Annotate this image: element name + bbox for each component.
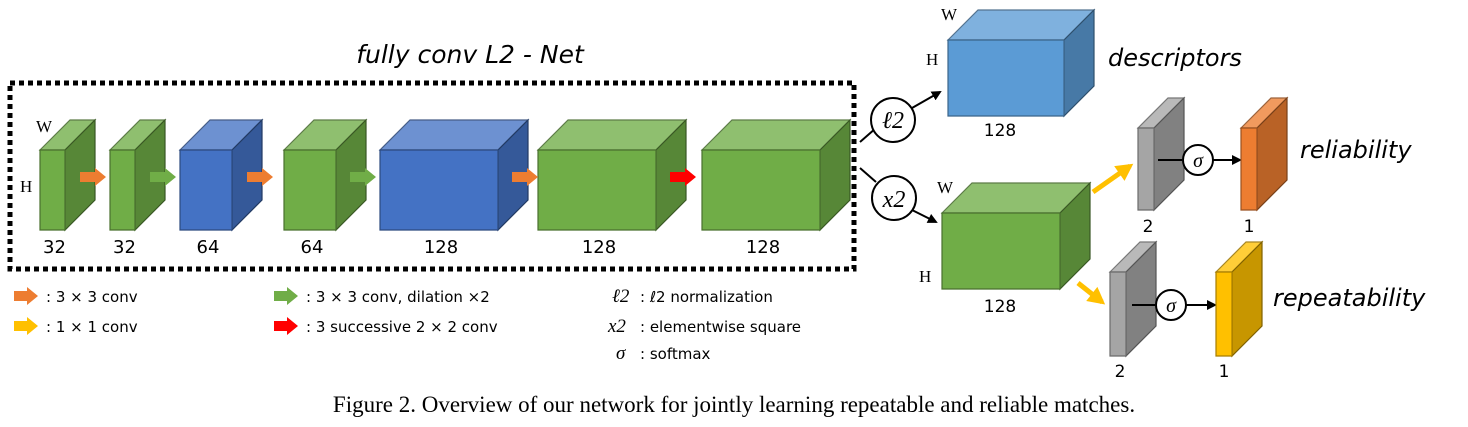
legend-square-text: : elementwise square <box>640 318 801 336</box>
input-height-label: H <box>20 177 32 196</box>
block-arrow-4 <box>350 168 376 186</box>
legend-l2-symbol: ℓ2 <box>612 286 630 307</box>
block-6-front <box>537 149 657 231</box>
block-3-channels: 64 <box>197 237 220 258</box>
sq-arrow-out <box>911 209 938 223</box>
figure-caption: Figure 2. Overview of our network for jo… <box>332 392 1136 417</box>
block-3 <box>178 118 264 232</box>
block-7-front <box>701 149 821 231</box>
legend-dilated-arrow-shape <box>274 287 298 305</box>
legend-conv3x3-text: : 3 × 3 conv <box>46 288 138 306</box>
reliability-out-cube <box>1239 96 1289 212</box>
reliability-conv-channels: 2 <box>1143 217 1154 237</box>
repeatability-out-cube <box>1214 240 1264 358</box>
descriptor-cube-front <box>947 39 1065 117</box>
block-6-channels: 128 <box>582 237 616 258</box>
legend-successive-arrow-shape <box>274 317 298 335</box>
block-arrow-5 <box>512 168 538 186</box>
block-arrow-1 <box>80 168 106 186</box>
square-cube-front <box>941 212 1061 290</box>
l2-op-symbol: ℓ2 <box>882 108 904 134</box>
block-6 <box>536 118 688 232</box>
reliability-conv-cube <box>1136 96 1186 212</box>
conv1x1-arrow-repeatability-head <box>1086 286 1106 305</box>
descriptor-width-label: W <box>941 5 958 24</box>
legend-conv3x3-arrow <box>14 287 38 305</box>
square-cube <box>940 181 1092 291</box>
block-5 <box>378 118 530 232</box>
reliability-out-channels: 1 <box>1244 217 1255 237</box>
repeatability-out-channels: 1 <box>1219 362 1230 382</box>
legend-l2-text: : ℓ2 normalization <box>640 288 773 306</box>
block-2 <box>108 118 167 232</box>
block-arrow-6 <box>670 168 696 186</box>
block-arrow-3 <box>247 168 273 186</box>
block-arrow-2 <box>150 168 176 186</box>
reliability-label: reliability <box>1300 136 1412 164</box>
block-3-front <box>179 149 233 231</box>
input-width-label: W <box>36 117 53 136</box>
legend-conv1x1-text: : 1 × 1 conv <box>46 318 138 336</box>
reliability-out-cube-front <box>1240 127 1258 211</box>
legend-conv1x1-arrow-shape <box>14 317 38 335</box>
sq-arrow-in <box>859 167 877 183</box>
square-channels-label: 128 <box>984 297 1016 317</box>
legend-conv1x1-arrow <box>14 317 38 335</box>
descriptor-cube <box>946 8 1096 118</box>
block-2-front <box>109 149 136 231</box>
block-7 <box>700 118 852 232</box>
block-5-channels: 128 <box>424 237 458 258</box>
l2-arrow-out <box>911 91 942 109</box>
block-7-channels: 128 <box>746 237 780 258</box>
conv1x1-arrows <box>1076 163 1134 305</box>
block-4-front <box>283 149 337 231</box>
reliability-output-tensor <box>1239 96 1289 212</box>
square-height-label: H <box>919 267 931 286</box>
block-1-front <box>39 149 66 231</box>
block-group: 32 32 64 64 128 128 128 <box>38 118 852 258</box>
legend-successive-text: : 3 successive 2 × 2 conv <box>306 318 498 336</box>
legend-square-symbol: x2 <box>607 316 626 337</box>
legend-dilated-arrow <box>274 287 298 305</box>
block-arrow-group <box>80 168 696 186</box>
reliability-conv-tensor <box>1136 96 1186 212</box>
network-frame <box>7 80 857 272</box>
repeatability-conv-cube <box>1108 240 1158 358</box>
square-width-label: W <box>937 178 954 197</box>
descriptors-label: descriptors <box>1108 44 1242 72</box>
descriptor-channels-label: 128 <box>984 121 1016 141</box>
legend-dilated-text: : 3 × 3 conv, dilation ×2 <box>306 288 490 306</box>
network-title: fully conv L2 - Net <box>356 40 585 69</box>
square-tensor <box>940 181 1092 291</box>
l2-op-circle <box>870 97 916 143</box>
block-5-front <box>379 149 499 231</box>
legend-conv3x3-arrow-shape <box>14 287 38 305</box>
sq-op-symbol: x2 <box>882 187 906 213</box>
legend-softmax-text: : softmax <box>640 345 711 363</box>
block-2-channels: 32 <box>113 237 136 258</box>
legend-softmax-symbol: σ <box>616 343 626 364</box>
repeatability-conv-cube-front <box>1109 271 1127 357</box>
block-4-channels: 64 <box>301 237 324 258</box>
descriptor-tensor <box>946 8 1096 118</box>
conv1x1-arrow-reliability-head <box>1114 163 1134 181</box>
legend: : 3 × 3 conv : 1 × 1 conv : 3 × 3 conv, … <box>14 286 801 364</box>
sq-op-circle <box>871 175 917 221</box>
legend-successive-arrow <box>274 317 298 335</box>
descriptor-height-label: H <box>926 50 938 69</box>
repeatability-label: repeatability <box>1273 284 1426 312</box>
block-1-channels: 32 <box>43 237 66 258</box>
reliability-conv-cube-front <box>1137 127 1155 211</box>
repeatability-conv-channels: 2 <box>1115 362 1126 382</box>
repeatability-output-tensor <box>1214 240 1264 358</box>
repeatability-conv-tensor <box>1108 240 1158 358</box>
reliability-softmax-symbol: σ <box>1193 150 1204 172</box>
repeatability-softmax-symbol: σ <box>1166 295 1177 317</box>
repeatability-out-cube-front <box>1215 271 1233 357</box>
